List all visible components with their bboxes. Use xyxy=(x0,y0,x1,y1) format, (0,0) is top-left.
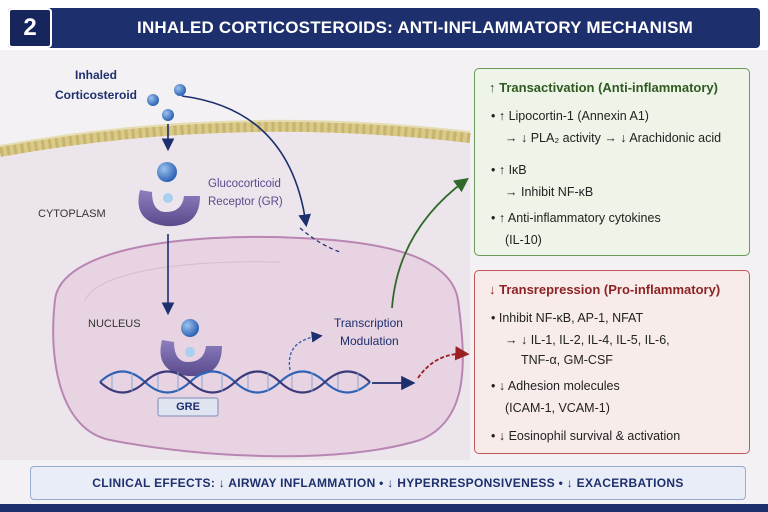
transrepression-heading: ↓ Transrepression (Pro-inflammatory) xyxy=(489,282,721,297)
cytoplasm-label: CYTOPLASM xyxy=(38,208,106,220)
transactivation-arrow xyxy=(391,177,469,309)
nuclear-bound-molecule xyxy=(181,319,199,337)
transrepression-item: (ICAM-1, VCAM-1) xyxy=(505,401,610,415)
drug-label-line2: Corticosteroid xyxy=(54,88,137,102)
drug-molecule-3 xyxy=(162,109,174,121)
receptor-label-line2: Receptor (GR) xyxy=(208,196,283,208)
gre-box xyxy=(157,397,219,417)
diffusion-arrow xyxy=(181,95,311,228)
transactivation-item: (IL-10) xyxy=(505,233,542,247)
transrepression-item: • ↓ Eosinophil survival & activation xyxy=(491,429,681,443)
transcription-arrow xyxy=(288,331,323,371)
mechanism-diagram xyxy=(0,84,471,460)
clinical-effects-banner: CLINICAL EFFECTS: ↓ AIRWAY INFLAMMATION … xyxy=(30,466,746,500)
footer-strip xyxy=(0,504,768,512)
transcription-label-line1: Transcription xyxy=(334,316,403,330)
transactivation-item: → Inhibit NF-κB xyxy=(505,185,594,199)
page-title: INHALED CORTICOSTEROIDS: ANTI-INFLAMMATO… xyxy=(137,18,693,37)
dna-helix xyxy=(99,370,371,394)
transactivation-item: • ↑ Lipocortin-1 (Annexin A1) xyxy=(491,109,649,123)
header: 2 INHALED CORTICOSTEROIDS: ANTI-INFLAMMA… xyxy=(0,0,768,50)
transrepression-item: • Inhibit NF-κB, AP-1, NFAT xyxy=(491,311,644,325)
transcription-label-line2: Modulation xyxy=(340,334,399,348)
transrepression-item: • ↓ Adhesion molecules xyxy=(491,379,620,393)
section-number: 2 xyxy=(8,8,52,48)
drug-molecule-2 xyxy=(174,84,186,96)
receptor-bound-molecule xyxy=(157,162,177,182)
transactivation-box: ↑ Transactivation (Anti-inflammatory) • … xyxy=(474,68,750,256)
transrepression-item: TNF-α, GM-CSF xyxy=(521,353,613,367)
nuclear-gr-complex xyxy=(160,340,222,377)
transactivation-item: • ↑ IκB xyxy=(491,163,527,177)
drug-molecule-1 xyxy=(147,94,159,106)
gre-label: GRE xyxy=(176,401,200,413)
receptor-label-line1: Glucocorticoid xyxy=(208,178,281,190)
nucleus xyxy=(52,235,464,458)
glucocorticoid-receptor xyxy=(138,190,200,227)
drug-label-line1: Inhaled xyxy=(74,68,117,82)
transrepression-arrow xyxy=(417,346,470,379)
transrepression-box: ↓ Transrepression (Pro-inflammatory) • I… xyxy=(474,270,750,454)
header-bar xyxy=(8,8,760,48)
transactivation-heading: ↑ Transactivation (Anti-inflammatory) xyxy=(489,80,718,95)
transactivation-item: • ↑ Anti-inflammatory cytokines xyxy=(491,211,661,225)
transactivation-item: → ↓ PLA₂ activity → ↓ Arachidonic acid xyxy=(505,131,722,145)
nucleus-label: NUCLEUS xyxy=(88,318,141,330)
transrepression-item: → ↓ IL-1, IL-2, IL-4, IL-5, IL-6, xyxy=(505,333,670,347)
cell-membrane xyxy=(0,119,471,157)
